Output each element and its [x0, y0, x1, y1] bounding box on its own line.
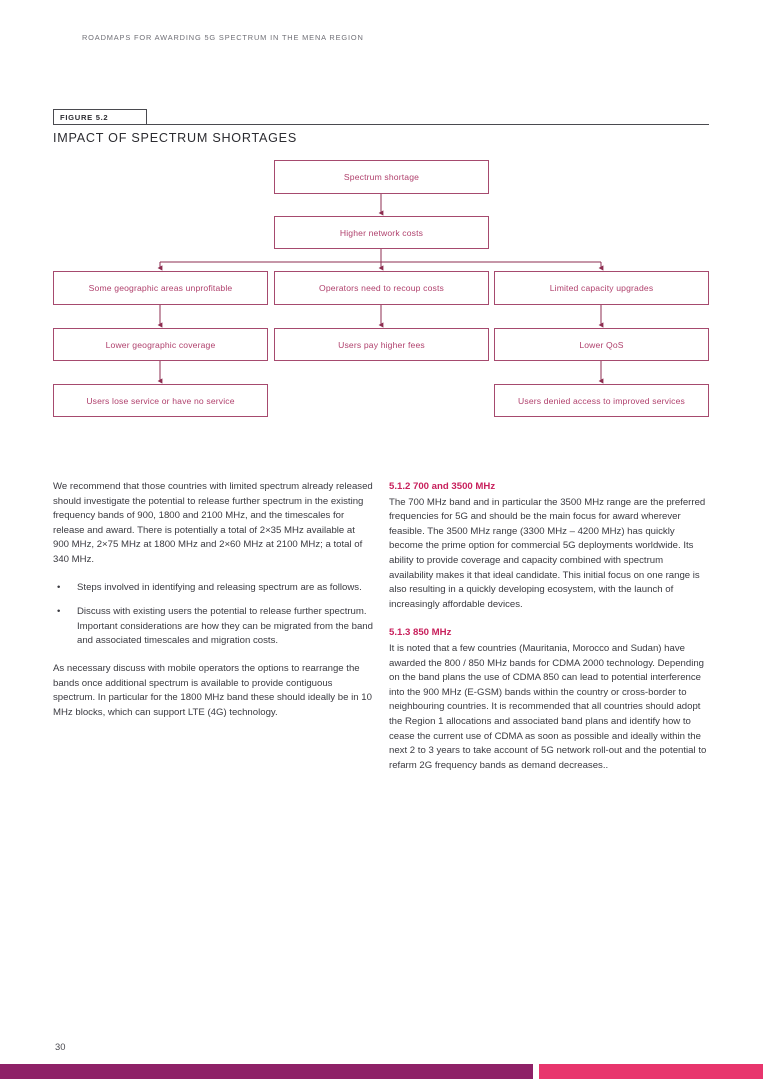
body-column-right: 5.1.2 700 and 3500 MHz The 700 MHz band … — [389, 480, 709, 786]
section-heading-512: 5.1.2 700 and 3500 MHz — [389, 481, 496, 492]
bullet-marker: • — [57, 581, 61, 593]
body-column-left: We recommend that those countries with l… — [53, 480, 373, 733]
paragraph-recommendation: We recommend that those countries with l… — [53, 481, 373, 565]
flow-node-higher-network-costs: Higher network costs — [274, 216, 489, 249]
list-item-text: Steps involved in identifying and releas… — [77, 581, 362, 593]
flow-node-limited-capacity-upgrades: Limited capacity upgrades — [494, 271, 709, 305]
figure-tag: FIGURE 5.2 — [53, 109, 147, 125]
running-header: ROADMAPS FOR AWARDING 5G SPECTRUM IN THE… — [82, 33, 364, 42]
section-heading-513: 5.1.3 850 MHz — [389, 627, 452, 639]
list-item-text: Discuss with existing users the potentia… — [77, 606, 373, 647]
flow-node-spectrum-shortage: Spectrum shortage — [274, 160, 489, 194]
flow-node-operators-need-to-recoup-costs: Operators need to recoup costs — [274, 271, 489, 305]
page-number: 30 — [55, 1041, 66, 1052]
flow-node-lower-geographic-coverage: Lower geographic coverage — [53, 328, 268, 361]
list-item: • Steps involved in identifying and rele… — [53, 581, 373, 596]
footer-bar-right — [539, 1064, 763, 1079]
flow-node-lower-qos: Lower QoS — [494, 328, 709, 361]
paragraph-513: It is noted that a few countries (Maurit… — [389, 642, 707, 771]
flow-node-users-denied-access: Users denied access to improved services — [494, 384, 709, 417]
bullet-marker: • — [57, 606, 61, 618]
flow-node-users-pay-higher-fees: Users pay higher fees — [274, 328, 489, 361]
paragraph-512: The 700 MHz band and in particular the 3… — [389, 496, 706, 610]
list-item: • Discuss with existing users the potent… — [53, 605, 373, 649]
figure-header: FIGURE 5.2 — [53, 109, 709, 127]
figure-title: IMPACT OF SPECTRUM SHORTAGES — [53, 131, 297, 145]
flow-node-users-lose-service: Users lose service or have no service — [53, 384, 268, 417]
footer-bar-left — [0, 1064, 533, 1079]
figure-rule — [147, 124, 709, 125]
flow-node-some-geographic-areas-unprofitable: Some geographic areas unprofitable — [53, 271, 268, 305]
paragraph-rearrange-bands: As necessary discuss with mobile operato… — [53, 662, 372, 718]
bullet-list: • Steps involved in identifying and rele… — [53, 581, 373, 649]
